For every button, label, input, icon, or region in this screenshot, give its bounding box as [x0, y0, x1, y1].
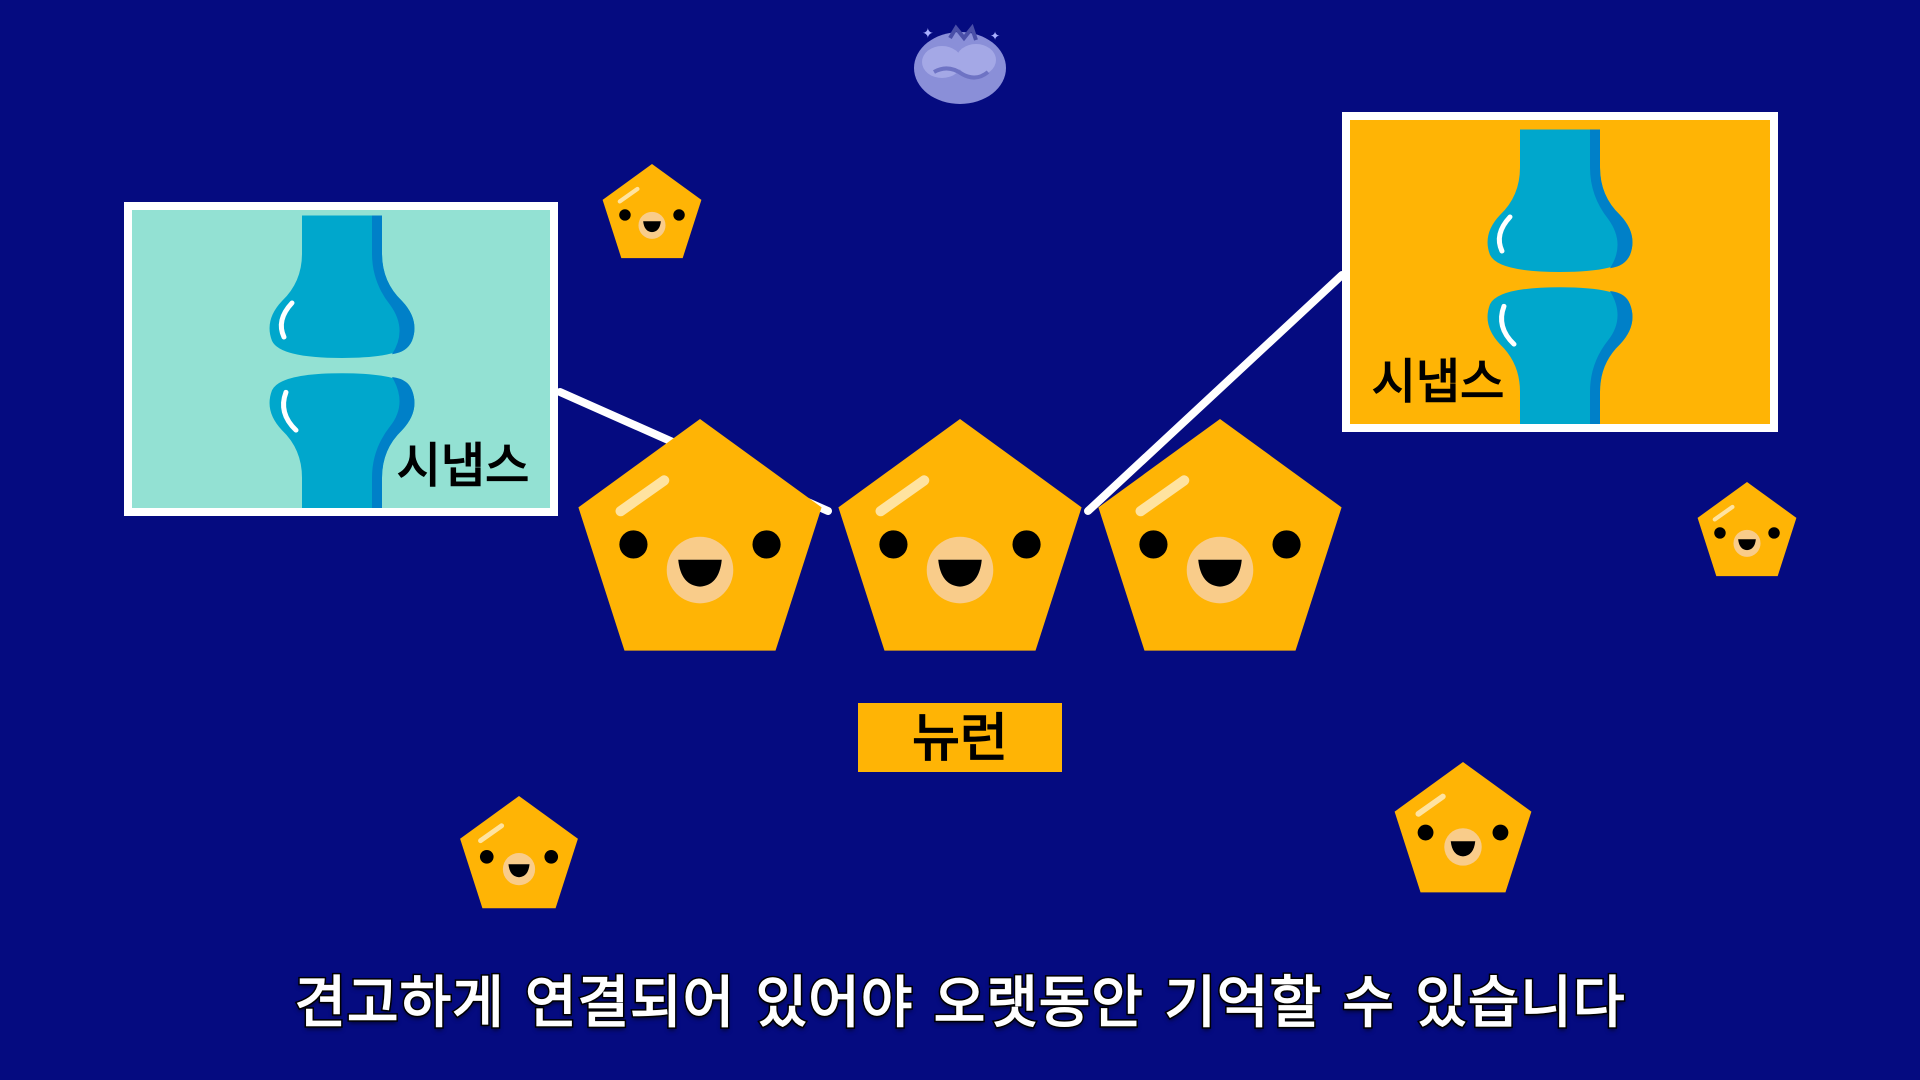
neuron-label: 뉴런 — [912, 709, 1008, 769]
subtitle-caption: 견고하게 연결되어 있어야 오랫동안 기억할 수 있습니다 — [293, 970, 1626, 1038]
neuron-label-box: 뉴런 — [858, 703, 1062, 772]
synapse-label-right: 시냅스 — [1372, 354, 1504, 410]
small-neuron-icon — [603, 164, 702, 258]
neuron-character-3 — [1098, 419, 1341, 651]
neuron-character-2 — [838, 419, 1081, 651]
neuron-character-1 — [578, 419, 821, 651]
synapse-panel-right: 시냅스 — [1342, 112, 1778, 432]
synapse-label-left: 시냅스 — [397, 438, 529, 494]
svg-text:✦: ✦ — [990, 29, 1000, 43]
svg-text:✦: ✦ — [922, 26, 934, 42]
connector-line-right — [1084, 271, 1346, 515]
small-neuron-icon — [1395, 762, 1532, 892]
synapse-panel-left: 시냅스 — [124, 202, 558, 516]
small-neuron-icon — [1698, 482, 1797, 576]
small-neuron-icon — [460, 796, 578, 908]
brain-icon: ✦ ✦ — [914, 23, 1006, 104]
